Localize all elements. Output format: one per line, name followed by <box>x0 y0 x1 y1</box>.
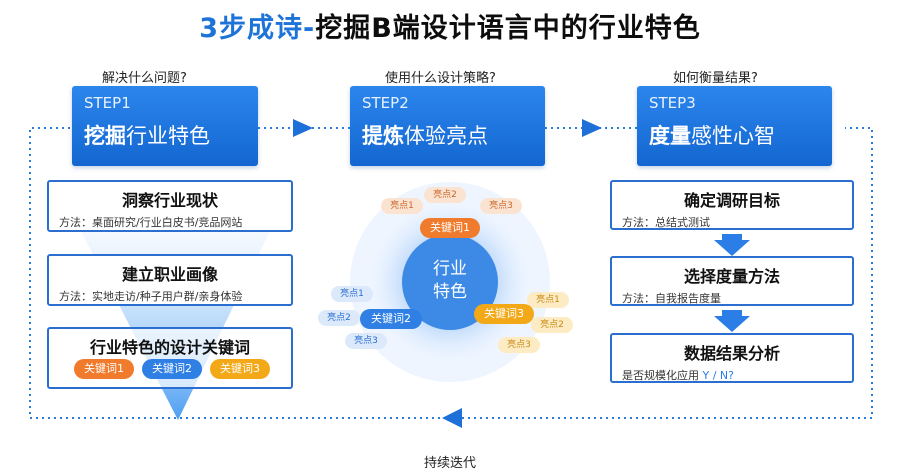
keyword-node-3: 关键词3 <box>474 304 534 324</box>
highlight-chip: 亮点1 <box>331 286 373 302</box>
highlight-chip: 亮点3 <box>480 198 522 214</box>
right-card-analysis: 数据结果分析 是否规模化应用 Y / N? <box>610 333 854 383</box>
arrow-left-icon <box>442 408 462 428</box>
highlight-chip: 亮点2 <box>424 187 466 203</box>
right-card-goal: 确定调研目标 方法：总结式测试 <box>610 180 854 230</box>
right-card-method: 选择度量方法 方法：自我报告度量 <box>610 256 854 306</box>
step3-number: STEP3 <box>649 94 696 112</box>
arrow-right-icon <box>293 119 313 137</box>
step2-box: STEP2 提炼体验亮点 <box>350 86 545 166</box>
keyword-node-1: 关键词1 <box>420 218 480 238</box>
step1-number: STEP1 <box>84 94 131 112</box>
arrow-down-icon <box>714 310 750 332</box>
step1-name: 挖掘行业特色 <box>84 124 210 148</box>
loop-label: 持续迭代 <box>424 456 477 471</box>
highlight-chip: 亮点2 <box>318 310 360 326</box>
highlight-chip: 亮点3 <box>345 333 387 349</box>
core-circle <box>402 234 498 330</box>
left-card-insight: 洞察行业现状 方法：桌面研究/行业白皮书/竞品网站 <box>47 180 293 232</box>
keyword-pill-3: 关键词3 <box>210 359 270 379</box>
step1-box: STEP1 挖掘行业特色 <box>72 86 258 166</box>
step2-number: STEP2 <box>362 94 409 112</box>
keyword-pill-1: 关键词1 <box>74 359 134 379</box>
step2-name: 提炼体验亮点 <box>362 124 488 148</box>
arrow-down-icon <box>714 234 750 256</box>
step3-question: 如何衡量结果? <box>673 71 758 86</box>
page-title: 3步成诗-挖掘B端设计语言中的行业特色 <box>199 13 701 44</box>
keyword-pill-2: 关键词2 <box>142 359 202 379</box>
highlight-chip: 亮点3 <box>498 337 540 353</box>
left-card-persona: 建立职业画像 方法：实地走访/种子用户群/亲身体验 <box>47 254 293 306</box>
step1-question: 解决什么问题? <box>102 71 187 86</box>
step3-name: 度量感性心智 <box>649 124 775 148</box>
highlight-chip: 亮点1 <box>527 292 569 308</box>
left-card-keywords: 行业特色的设计关键词 <box>47 327 293 389</box>
highlight-chip: 亮点2 <box>531 317 573 333</box>
arrow-right-icon <box>582 119 602 137</box>
step2-question: 使用什么设计策略? <box>385 71 496 86</box>
core-label: 行业 特色 <box>433 259 467 302</box>
keyword-node-2: 关键词2 <box>360 309 422 329</box>
step3-box: STEP3 度量感性心智 <box>637 86 832 166</box>
highlight-chip: 亮点1 <box>381 198 423 214</box>
